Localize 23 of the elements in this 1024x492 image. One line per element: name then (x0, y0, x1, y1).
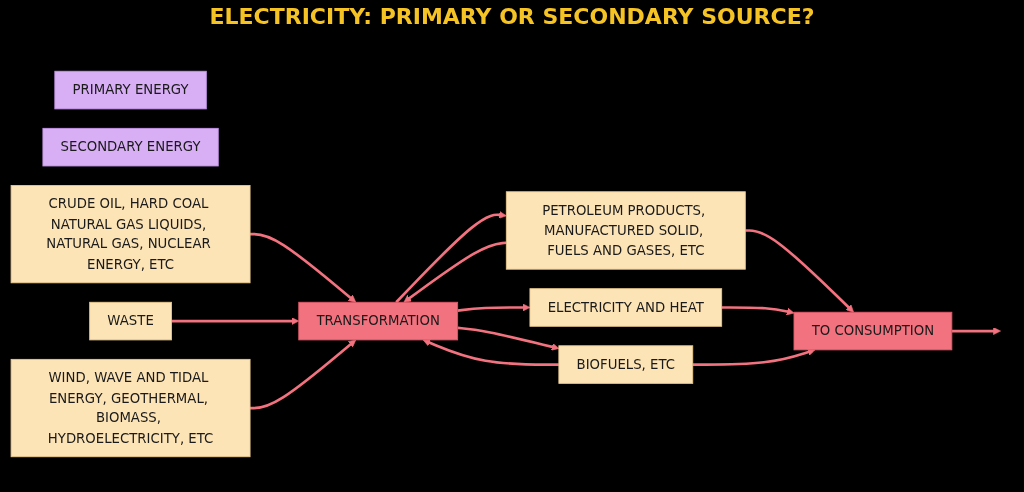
node-box: BIOFUELS, ETC (558, 345, 694, 384)
node-box: CRUDE OIL, HARD COAL NATURAL GAS LIQUIDS, NATURAL GAS, NUCLEAR ENERGY, ETC (10, 185, 251, 284)
arrow (250, 232, 357, 303)
node-box: ELECTRICITY AND HEAT (529, 288, 723, 327)
node-box: PRIMARY ENERGY (54, 70, 207, 110)
arrow (951, 327, 1001, 335)
arrow (171, 317, 300, 325)
arrow (422, 339, 559, 366)
arrow (250, 339, 357, 410)
node-box: TRANSFORMATION (298, 301, 459, 341)
arrow (457, 326, 560, 351)
arrow (457, 303, 531, 312)
node-box: SECONDARY ENERGY (42, 127, 219, 167)
arrow (395, 211, 507, 304)
title: ELECTRICITY: PRIMARY OR SECONDARY SOURCE? (208, 4, 816, 29)
node-box: TO CONSUMPTION (793, 311, 953, 351)
node-box: WASTE (89, 301, 172, 341)
arrow (745, 229, 854, 313)
node-box: PETROLEUM PRODUCTS, MANUFACTURED SOLID, FUELS AND GASES, ETC (505, 191, 746, 270)
arrow (692, 348, 816, 366)
arrow (403, 241, 507, 303)
node-box: WIND, WAVE AND TIDAL ENERGY, GEOTHERMAL, BIOMASS, HYDROELECTRICITY, ETC (10, 358, 251, 458)
arrow (721, 306, 795, 316)
